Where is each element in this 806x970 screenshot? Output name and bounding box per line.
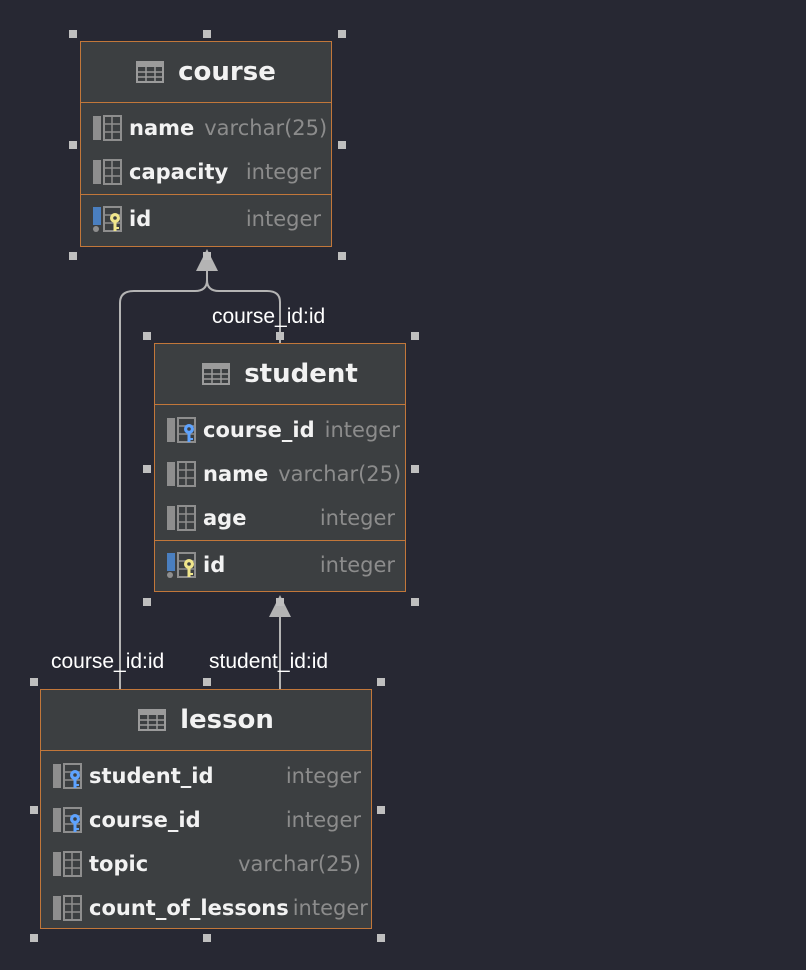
foreign-key-column-icon <box>167 417 197 443</box>
resize-handle[interactable] <box>338 30 346 38</box>
column-row-pk[interactable]: id integer <box>81 197 331 241</box>
column-name: topic <box>89 852 149 876</box>
resize-handle[interactable] <box>338 252 346 260</box>
column-row[interactable]: course_id integer <box>155 408 405 452</box>
table-header: student <box>155 344 405 405</box>
column-name: student_id <box>89 764 214 788</box>
table-icon <box>202 363 230 385</box>
column-row-pk[interactable]: id integer <box>155 543 405 587</box>
resize-handle[interactable] <box>69 141 77 149</box>
column-icon <box>53 895 83 921</box>
resize-handle[interactable] <box>276 598 284 606</box>
relation-label-student-course: course_id:id <box>212 305 326 328</box>
resize-handle[interactable] <box>69 252 77 260</box>
column-type: integer <box>324 418 400 442</box>
column-row[interactable]: topic varchar(25) <box>41 842 371 886</box>
resize-handle[interactable] <box>30 934 38 942</box>
relation-label-lesson-course: course_id:id <box>51 650 165 673</box>
column-type: integer <box>245 207 321 231</box>
resize-handle[interactable] <box>377 678 385 686</box>
table-icon <box>138 709 166 731</box>
table-title: course <box>178 57 276 87</box>
arrowhead-course <box>196 249 218 271</box>
column-name: count_of_lessons <box>89 896 289 920</box>
resize-handle[interactable] <box>69 30 77 38</box>
column-icon <box>93 159 123 185</box>
primary-key-column-icon <box>167 552 197 578</box>
table-title: lesson <box>180 705 274 735</box>
foreign-key-column-icon <box>53 807 83 833</box>
arrowhead-student <box>269 595 291 617</box>
table-title: student <box>244 359 358 389</box>
resize-handle[interactable] <box>276 332 284 340</box>
column-row[interactable]: capacity integer <box>81 150 331 194</box>
column-row[interactable]: course_id integer <box>41 798 371 842</box>
column-row[interactable]: student_id integer <box>41 754 371 798</box>
resize-handle[interactable] <box>411 465 419 473</box>
primary-key-column-icon <box>93 206 123 232</box>
resize-handle[interactable] <box>203 934 211 942</box>
resize-handle[interactable] <box>143 598 151 606</box>
column-row[interactable]: name varchar(25) <box>155 452 405 496</box>
table-header: lesson <box>41 690 371 751</box>
table-icon <box>136 61 164 83</box>
column-type: varchar(25) <box>238 852 361 876</box>
resize-handle[interactable] <box>30 678 38 686</box>
column-row[interactable]: count_of_lessons integer <box>41 886 371 930</box>
resize-handle[interactable] <box>411 598 419 606</box>
column-name: capacity <box>129 160 229 184</box>
resize-handle[interactable] <box>203 252 211 260</box>
resize-handle[interactable] <box>203 678 211 686</box>
column-type: integer <box>292 896 368 920</box>
column-icon <box>167 505 197 531</box>
table-course[interactable]: course name varchar(25) capacity integer… <box>80 41 332 247</box>
column-name: id <box>203 553 226 577</box>
foreign-key-column-icon <box>53 763 83 789</box>
resize-handle[interactable] <box>377 934 385 942</box>
column-row[interactable]: age integer <box>155 496 405 540</box>
column-type: integer <box>319 506 395 530</box>
resize-handle[interactable] <box>377 806 385 814</box>
table-header: course <box>81 42 331 103</box>
column-icon <box>167 461 197 487</box>
column-icon <box>53 851 83 877</box>
resize-handle[interactable] <box>203 30 211 38</box>
connector-student-course <box>206 270 281 343</box>
column-type: integer <box>245 160 321 184</box>
table-student[interactable]: student course_id integer name varchar(2… <box>154 343 406 592</box>
column-name: name <box>129 116 195 140</box>
column-name: course_id <box>203 418 315 442</box>
column-row[interactable]: name varchar(25) <box>81 106 331 150</box>
resize-handle[interactable] <box>143 465 151 473</box>
column-name: name <box>203 462 269 486</box>
column-name: age <box>203 506 247 530</box>
column-name: id <box>129 207 152 231</box>
resize-handle[interactable] <box>338 141 346 149</box>
column-type: varchar(25) <box>278 462 402 486</box>
column-type: integer <box>319 553 395 577</box>
column-type: integer <box>285 764 361 788</box>
connector-lesson-course <box>119 270 208 690</box>
column-icon <box>93 115 123 141</box>
column-type: integer <box>285 808 361 832</box>
relation-label-lesson-student: student_id:id <box>209 650 329 673</box>
column-type: varchar(25) <box>204 116 328 140</box>
resize-handle[interactable] <box>411 332 419 340</box>
resize-handle[interactable] <box>143 332 151 340</box>
column-name: course_id <box>89 808 201 832</box>
resize-handle[interactable] <box>30 806 38 814</box>
table-lesson[interactable]: lesson student_id integer course_id inte… <box>40 689 372 929</box>
